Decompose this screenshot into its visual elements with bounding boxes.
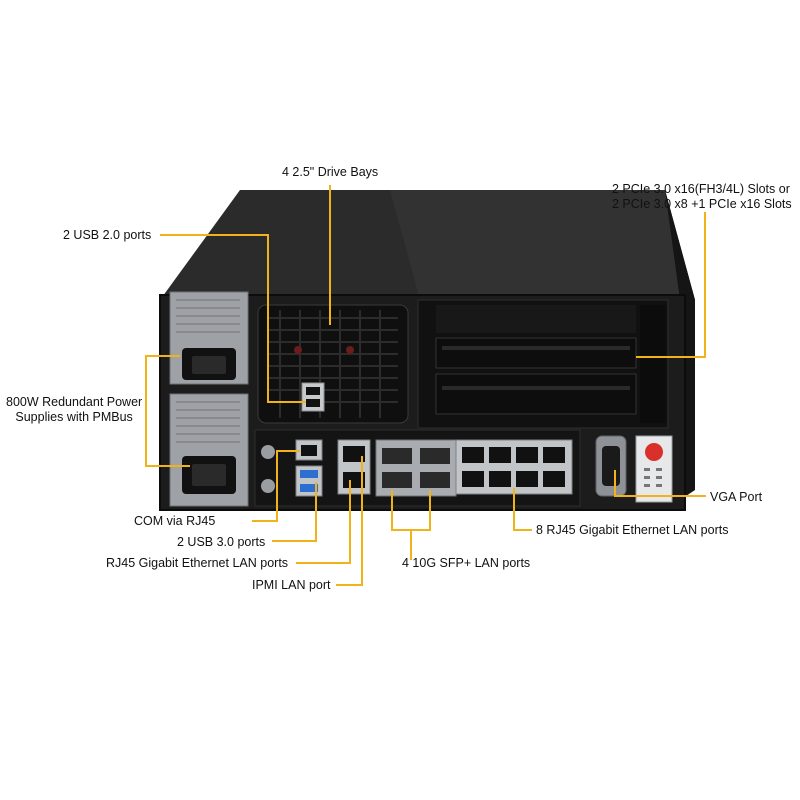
power-supply-bottom <box>169 393 249 507</box>
leader-usb3 <box>272 482 317 542</box>
sfp-ports <box>375 439 457 497</box>
leader-pcie <box>636 212 706 358</box>
leader-usb2 <box>160 234 306 403</box>
drive-bay-grille <box>257 304 409 424</box>
ipmi-and-gbe-ports <box>337 439 371 495</box>
pcie-slots <box>417 299 669 429</box>
label-usb2: 2 USB 2.0 ports <box>63 228 152 242</box>
label-pcie-slots: 2 PCIe 3.0 x16(FH3/4L) Slots or 2 PCIe 3… <box>612 182 792 212</box>
label-pcie-line1: 2 PCIe 3.0 x16(FH3/4L) Slots or <box>612 182 790 196</box>
label-psu: 800W Redundant Power Supplies with PMBus <box>6 395 142 425</box>
power-button-panel <box>635 435 673 503</box>
label-vga: VGA Port <box>710 490 763 504</box>
rj45-8-ports <box>455 439 573 495</box>
leader-com <box>252 450 300 522</box>
label-sfp: 4 10G SFP+ LAN ports <box>402 556 531 570</box>
leader-ipmi <box>336 456 363 586</box>
leader-psu <box>145 355 190 467</box>
label-usb3: 2 USB 3.0 ports <box>177 535 266 549</box>
leader-lines <box>145 185 706 586</box>
leader-rj45-gbe <box>296 480 351 564</box>
label-drive-bays: 4 2.5" Drive Bays <box>282 165 379 179</box>
label-rj45-gbe: RJ45 Gigabit Ethernet LAN ports <box>106 556 289 570</box>
label-com: COM via RJ45 <box>134 514 216 528</box>
leader-rj45-8 <box>513 488 532 531</box>
leader-vga <box>614 470 706 497</box>
label-psu-line1: 800W Redundant Power <box>6 395 143 409</box>
usb3-ports <box>295 465 323 497</box>
vga-port <box>595 435 627 497</box>
power-supply-top <box>169 291 249 385</box>
label-psu-line2: Supplies with PMBus <box>15 410 133 424</box>
label-ipmi: IPMI LAN port <box>252 578 331 592</box>
label-rj45-8: 8 RJ45 Gigabit Ethernet LAN ports <box>536 523 729 537</box>
usb2-ports <box>301 382 325 412</box>
label-pcie-line2: 2 PCIe 3.0 x8 +1 PCIe x16 Slots <box>612 197 792 211</box>
